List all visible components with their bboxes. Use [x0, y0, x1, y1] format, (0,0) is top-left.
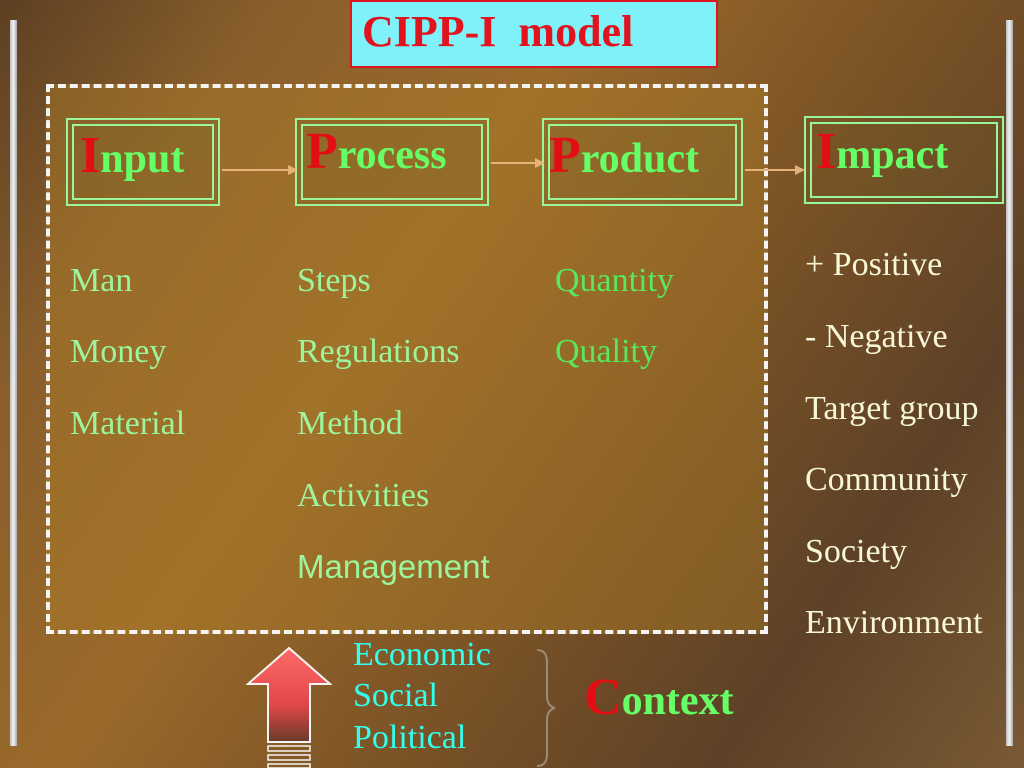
- process-rest: rocess: [337, 132, 447, 178]
- impact-item: Society: [805, 533, 907, 570]
- impact-item: Target group: [805, 390, 979, 427]
- context-item: Economic: [353, 636, 491, 673]
- context-label: Context: [584, 668, 734, 727]
- process-stage-label: Process: [306, 122, 447, 181]
- product-initial: P: [549, 127, 581, 184]
- input-item: Man: [70, 262, 133, 299]
- impact-rest: mpact: [836, 132, 949, 178]
- context-item: Political: [353, 719, 467, 756]
- process-item: Activities: [297, 477, 430, 514]
- impact-item: + Positive: [805, 246, 943, 283]
- input-stage-label: Input: [80, 126, 184, 185]
- context-initial: C: [584, 669, 622, 726]
- product-rest: roduct: [580, 136, 699, 182]
- process-item: Management: [297, 548, 490, 585]
- impact-item: Community: [805, 461, 968, 498]
- product-item: Quantity: [555, 262, 674, 299]
- arrow-right-icon: [222, 165, 298, 175]
- impact-initial: I: [816, 123, 837, 180]
- process-item: Method: [297, 405, 403, 442]
- arrow-right-icon: [745, 165, 805, 175]
- model-scope-region: [46, 84, 768, 634]
- impact-item: - Negative: [805, 318, 948, 355]
- title-box: [350, 0, 718, 68]
- process-stage-box: [295, 118, 489, 206]
- context-item: Social: [353, 677, 438, 714]
- impact-item: Environment: [805, 604, 983, 641]
- input-initial: I: [80, 127, 101, 184]
- right-side-bar: [1006, 20, 1013, 746]
- input-rest: nput: [100, 136, 185, 182]
- input-stage-box: [66, 118, 220, 206]
- diagram-title: CIPP-I model: [362, 7, 634, 56]
- arrow-up-icon: [246, 646, 332, 768]
- arrow-right-icon: [491, 158, 545, 168]
- process-initial: P: [306, 123, 338, 180]
- process-item: Regulations: [297, 333, 460, 370]
- right-curly-brace-icon: [536, 649, 556, 767]
- input-item: Material: [70, 405, 186, 442]
- product-item: Quality: [555, 333, 657, 370]
- context-rest: ontext: [621, 678, 734, 724]
- process-item: Steps: [297, 262, 371, 299]
- left-side-bar: [10, 20, 17, 746]
- input-item: Money: [70, 333, 167, 370]
- product-stage-label: Product: [549, 126, 699, 185]
- impact-stage-box: [804, 116, 1004, 204]
- impact-stage-label: Impact: [816, 122, 948, 181]
